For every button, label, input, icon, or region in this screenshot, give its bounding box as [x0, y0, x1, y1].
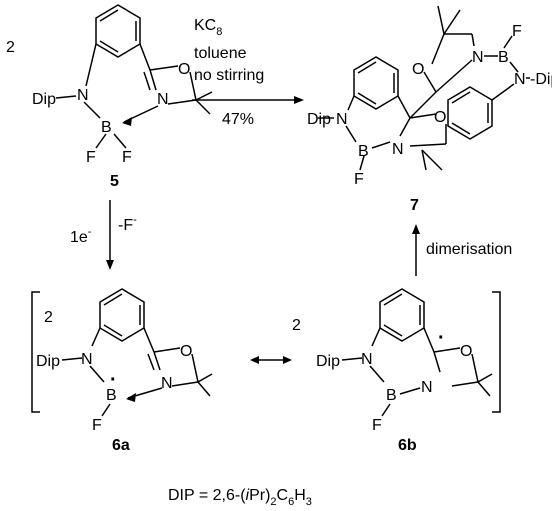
dip-definition: DIP = 2,6-(iPr)2C6H3	[168, 487, 312, 508]
f-7a: F	[354, 171, 364, 188]
coefficient-6a: 2	[44, 309, 53, 326]
dip-5: Dip	[32, 91, 56, 108]
f1-5: F	[86, 149, 96, 166]
compound-6b: Dip N B N O · F 6b	[316, 288, 493, 454]
arrow-dimerisation: dimerisation	[412, 224, 512, 276]
n2-7b: N	[514, 71, 526, 88]
n-6a: N	[81, 351, 93, 368]
n2-7a: N	[392, 141, 404, 158]
label-7: 7	[410, 197, 419, 214]
benzene-ring-right	[447, 86, 493, 140]
reagent-toluene: toluene	[194, 45, 247, 62]
o-7a: O	[434, 109, 446, 126]
radical-6b: ·	[438, 327, 445, 349]
bracket-right	[492, 291, 501, 413]
bracket-left	[31, 291, 40, 413]
n2-6a: N	[161, 375, 173, 392]
benzene-ring	[99, 288, 145, 342]
dip-7b: -Dip	[530, 71, 552, 88]
coefficient-6b: 2	[292, 317, 301, 334]
benzene-ring	[95, 4, 141, 58]
compound-5: 2 Dip N B N O F F 5	[6, 4, 213, 190]
b-7b: B	[498, 49, 509, 66]
b-6b: B	[386, 387, 397, 404]
b-7a: B	[358, 143, 369, 160]
reagent-no-stirring: no stirring	[194, 67, 264, 84]
b-6a: B	[106, 387, 117, 404]
f-6b: F	[372, 417, 382, 434]
f2-5: F	[122, 149, 132, 166]
n-7b: N	[472, 49, 484, 66]
coefficient-5: 2	[6, 39, 15, 56]
radical-6a: ·	[110, 369, 117, 391]
b-5: B	[101, 119, 112, 136]
dimerisation-label: dimerisation	[426, 241, 512, 258]
resonance-arrow	[250, 356, 292, 364]
n2-5: N	[157, 91, 169, 108]
yield: 47%	[222, 111, 254, 128]
n-7a: N	[336, 111, 348, 128]
label-6b: 6b	[398, 437, 417, 454]
n2-6b: N	[421, 379, 433, 396]
reagent-kc8: KC8	[194, 17, 222, 38]
compound-6a: Dip N B · N O F 6a	[36, 288, 213, 454]
fluoride-label: -F-	[118, 214, 137, 234]
benzene-ring	[379, 288, 425, 342]
label-6a: 6a	[112, 437, 130, 454]
f-7b: F	[512, 23, 522, 40]
o-5: O	[178, 61, 190, 78]
label-5: 5	[110, 173, 119, 190]
o-6a: O	[180, 343, 192, 360]
electron-label: 1e-	[70, 226, 92, 246]
dip-6b: Dip	[316, 353, 340, 370]
dip-7a: Dip	[307, 111, 331, 128]
o-7b: O	[412, 61, 424, 78]
arrow-to-6a: 1e- -F-	[70, 200, 137, 270]
o-6b: O	[460, 343, 472, 360]
arrow-to-7: KC8 toluene no stirring 47%	[192, 17, 304, 128]
n-6b: N	[361, 351, 373, 368]
benzene-ring-left	[353, 56, 399, 110]
n-5: N	[77, 87, 89, 104]
dip-6a: Dip	[36, 353, 60, 370]
compound-7: Dip N B N F O O N B F N -Dip 7	[307, 5, 552, 214]
f-6a: F	[92, 417, 102, 434]
